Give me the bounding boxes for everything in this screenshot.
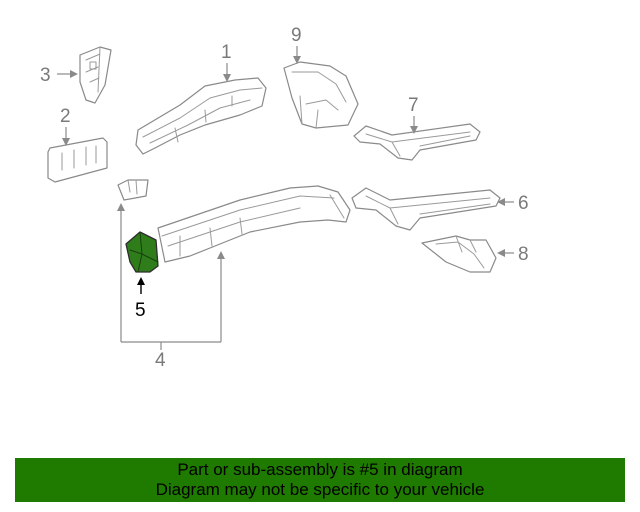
part-1-upper-rail[interactable] — [135, 77, 267, 155]
callout-5-label: 5 — [135, 300, 146, 321]
callout-6: 6 — [497, 193, 529, 214]
callout-9-label: 9 — [291, 25, 302, 46]
callout-2-label: 2 — [60, 106, 71, 127]
info-banner: Part or sub-assembly is #5 in diagram Di… — [15, 458, 625, 502]
callout-3-label: 3 — [40, 65, 51, 86]
callout-1: 1 — [221, 42, 232, 82]
part-8-bracket[interactable] — [421, 235, 497, 273]
callout-4: 4 — [117, 203, 225, 371]
callout-3: 3 — [40, 65, 78, 86]
banner-line-1: Part or sub-assembly is #5 in diagram — [177, 460, 463, 479]
banner-line-2: Diagram may not be specific to your vehi… — [155, 480, 485, 499]
callout-4-label: 4 — [155, 350, 166, 371]
callout-6-label: 6 — [518, 193, 529, 214]
callout-1-label: 1 — [221, 42, 232, 63]
parts-diagram: 3 2 1 9 7 — [40, 25, 529, 371]
callout-8-label: 8 — [518, 244, 529, 265]
part-4-side-member[interactable] — [117, 179, 351, 263]
part-7-extension[interactable] — [353, 123, 481, 161]
part-6-extension[interactable] — [351, 187, 501, 231]
callout-7-label: 7 — [408, 95, 419, 116]
callout-2: 2 — [60, 106, 71, 146]
part-9-apron[interactable] — [283, 61, 359, 129]
callout-5: 5 — [135, 277, 146, 321]
callout-9: 9 — [291, 25, 302, 64]
callout-7: 7 — [408, 95, 419, 134]
part-2-plate[interactable] — [47, 137, 108, 183]
part-3-bracket[interactable] — [79, 46, 112, 104]
callout-8: 8 — [497, 244, 529, 265]
part-5-highlighted[interactable] — [125, 231, 159, 273]
